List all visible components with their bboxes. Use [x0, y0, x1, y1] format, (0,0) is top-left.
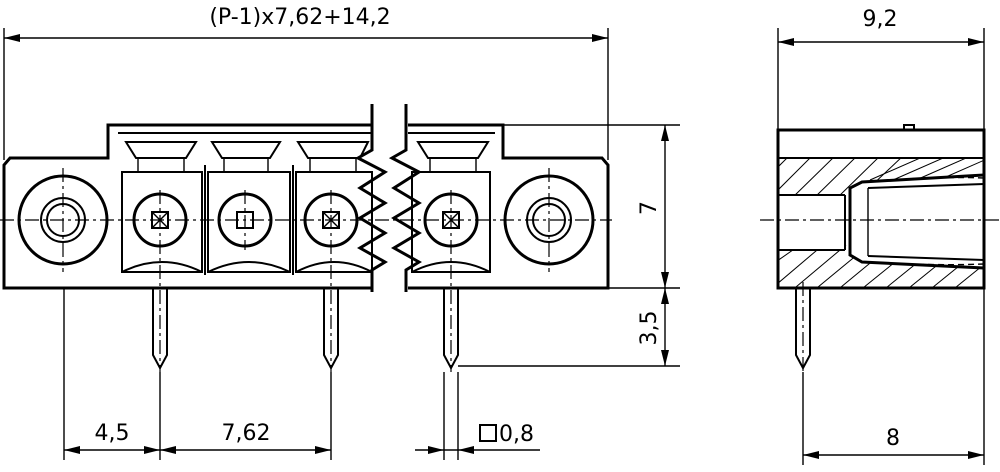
square-symbol-icon — [479, 424, 497, 442]
front-body-left — [2, 123, 372, 290]
dim-pin-square: 0,8 — [499, 422, 534, 447]
dim-pitch: 7,62 — [222, 421, 271, 446]
break-line-left — [354, 104, 388, 292]
front-dimensions: (P-1)x7,62+14,2 7 3,5 4,5 7,62 0,8 — [3, 5, 680, 460]
dim-side-pin-offset: 8 — [886, 426, 900, 451]
break-line-right — [388, 104, 422, 292]
dim-pin-length: 3,5 — [637, 311, 662, 346]
dim-side-width: 9,2 — [863, 7, 898, 32]
dim-edge-to-pin: 4,5 — [95, 421, 130, 446]
front-view — [0, 104, 612, 372]
dim-overall-length: (P-1)x7,62+14,2 — [209, 5, 390, 30]
dim-body-height: 7 — [637, 201, 662, 215]
side-view — [760, 124, 1000, 372]
side-dimensions: 9,2 8 — [777, 7, 985, 465]
